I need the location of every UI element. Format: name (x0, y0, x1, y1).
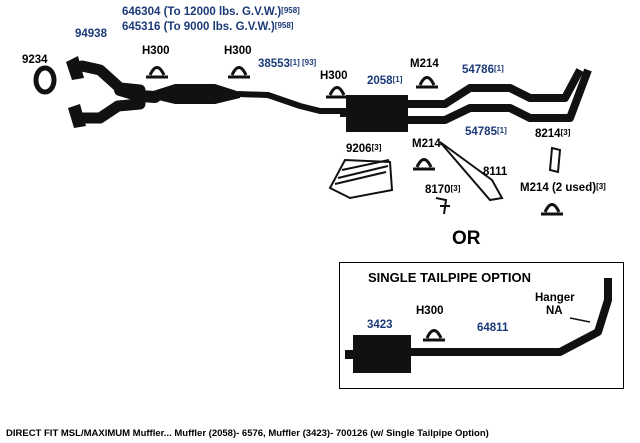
label-m214-c-text: M214 (2 used) (520, 182, 597, 194)
tailpipes (408, 68, 592, 124)
label-9206-note: [3] (371, 143, 382, 152)
label-54786-text: 54786 (462, 64, 494, 76)
caption: DIRECT FIT MSL/MAXIMUM Muffler... Muffle… (6, 428, 489, 439)
pipe-38553 (237, 91, 346, 114)
label-2058-text: 2058 (367, 75, 393, 87)
label-646304-note: [958] (281, 6, 300, 15)
label-54785-text: 54785 (465, 126, 497, 138)
label-9206-text: 9206 (346, 143, 372, 155)
heat-shield-9206 (328, 158, 394, 200)
label-m214-a: M214 (410, 58, 439, 70)
label-8111: 8111 (483, 166, 508, 178)
label-na: NA (546, 305, 563, 317)
label-645316-text: 645316 (To 9000 lbs. G.V.W.) (122, 21, 275, 33)
label-646304: 646304 (To 12000 lbs. G.V.W.)[958] (122, 6, 300, 19)
gasket-9234 (33, 65, 57, 95)
label-m214-c: M214 (2 used)[3] (520, 182, 606, 195)
label-54786-note: [1] (493, 64, 504, 73)
label-h300-b: H300 (224, 45, 252, 57)
label-8214-text: 8214 (535, 128, 561, 140)
label-646304-text: 646304 (To 12000 lbs. G.V.W.) (122, 6, 282, 18)
single-tailpipe-option-box (339, 262, 624, 389)
label-54786: 54786[1] (462, 64, 504, 77)
label-54785-note: [1] (496, 126, 507, 135)
label-h300-a: H300 (142, 45, 170, 57)
clamp-icons (146, 66, 563, 342)
label-8170: 8170[3] (425, 184, 460, 197)
label-h300-option: H300 (416, 305, 444, 317)
label-38553-note: [1] [93] (289, 58, 317, 67)
label-2058: 2058[1] (367, 75, 402, 88)
single-tailpipe-option-title: SINGLE TAILPIPE OPTION (368, 270, 531, 285)
label-94938: 94938 (75, 28, 107, 40)
label-m214-c-note: [3] (596, 182, 606, 191)
hanger-brackets (435, 141, 562, 215)
label-8214: 8214[3] (535, 128, 570, 141)
label-645316: 645316 (To 9000 lbs. G.V.W.)[958] (122, 21, 293, 34)
label-54785: 54785[1] (465, 126, 507, 139)
label-38553-text: 38553 (258, 58, 290, 70)
label-38553: 38553[1] [93] (258, 58, 316, 71)
muffler-2058 (340, 95, 408, 132)
catalytic-converter (150, 84, 240, 104)
label-64811: 64811 (477, 322, 509, 334)
label-hanger: Hanger (535, 292, 575, 304)
single-tailpipe-option-drawing (345, 278, 612, 373)
label-3423: 3423 (367, 319, 393, 331)
label-8170-note: [3] (450, 184, 461, 193)
or-label: OR (452, 228, 481, 249)
label-2058-note: [1] (392, 75, 403, 84)
y-pipe-94938 (66, 56, 161, 128)
label-m214-b: M214 (412, 138, 441, 150)
label-8170-text: 8170 (425, 184, 451, 196)
label-645316-note: [958] (274, 21, 294, 30)
label-9234: 9234 (22, 54, 48, 66)
label-9206: 9206[3] (346, 143, 381, 156)
label-h300-c: H300 (320, 70, 348, 82)
label-8214-note: [3] (560, 128, 571, 137)
